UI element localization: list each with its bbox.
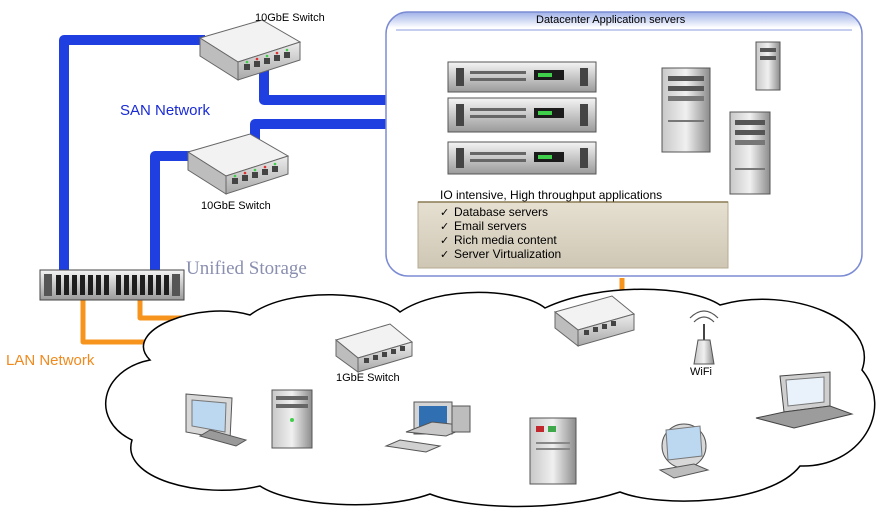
list-item: Email servers <box>440 220 561 234</box>
switch-10gbe-mid <box>186 133 290 195</box>
rack-server-3 <box>447 141 597 175</box>
list-item: Server Virtualization <box>440 248 561 262</box>
laptop-client <box>755 371 854 429</box>
lan-network-label: LAN Network <box>6 352 95 369</box>
rack-server-2 <box>447 97 597 133</box>
tower-server-2 <box>755 41 781 91</box>
list-item: Database servers <box>440 206 561 220</box>
switch-10gbe-top <box>198 19 302 81</box>
workstation-client <box>384 401 471 453</box>
san-link-storage-midswitch <box>150 151 200 272</box>
switch-top-label: 10GbE Switch <box>255 12 325 24</box>
san-link-midswitch-servers <box>250 119 386 150</box>
server-tower-client <box>529 417 577 485</box>
san-network-label: SAN Network <box>120 102 211 119</box>
application-list: Database servers Email servers Rich medi… <box>440 206 561 262</box>
wifi-access-point <box>689 310 719 365</box>
san-link-topswitch-servers <box>259 60 386 105</box>
switch-1gbe <box>334 323 414 373</box>
datacenter-title: Datacenter Application servers <box>536 14 686 26</box>
tower-server-1 <box>661 67 711 153</box>
unified-storage-label: Unified Storage <box>186 258 307 279</box>
switch-cloud <box>553 295 636 348</box>
switch-mid-label: 10GbE Switch <box>201 200 271 212</box>
tower-server-3 <box>729 111 771 195</box>
monitor-client <box>185 393 248 447</box>
wifi-label: WiFi <box>690 366 712 378</box>
desktop-tower-client <box>271 389 313 449</box>
unified-storage-array <box>39 269 185 301</box>
list-item: Rich media content <box>440 234 561 248</box>
switch-1gbe-label: 1GbE Switch <box>336 372 400 384</box>
datacenter-subtitle: IO intensive, High throughput applicatio… <box>440 188 663 202</box>
imac-client <box>658 423 710 479</box>
san-link-storage-topswitch <box>59 35 205 272</box>
rack-server-1 <box>447 61 597 93</box>
